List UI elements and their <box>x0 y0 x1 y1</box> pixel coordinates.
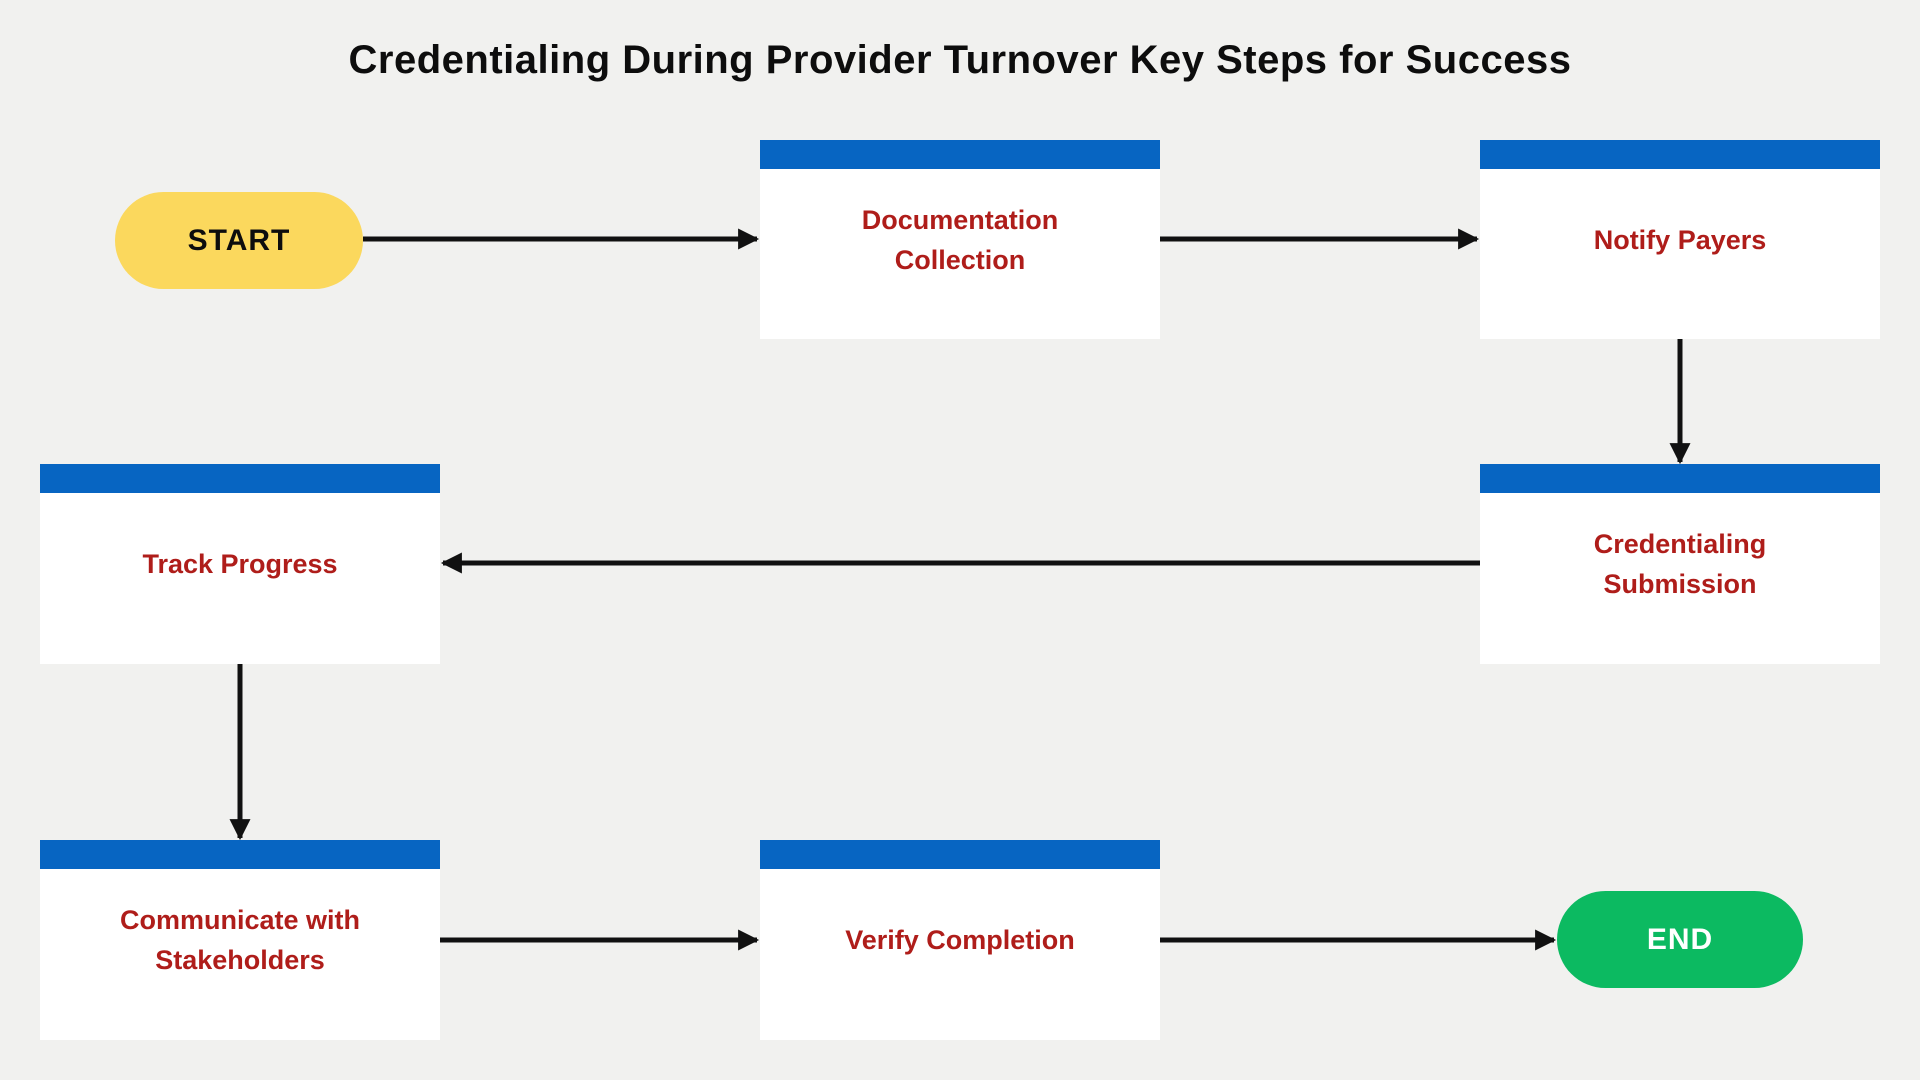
node-label-line: START <box>187 223 291 257</box>
node-label-line: Verify Completion <box>845 925 1075 955</box>
flow-node-notify-payers: Notify Payers <box>1480 140 1880 339</box>
node-label: Notify Payers <box>1480 140 1880 339</box>
node-header-bar <box>40 464 440 493</box>
node-header-bar <box>1480 464 1880 493</box>
diagram-title: Credentialing During Provider Turnover K… <box>348 38 1572 82</box>
node-label-line: Track Progress <box>142 549 338 579</box>
node-label-line: Collection <box>894 244 1026 275</box>
node-label-line: Documentation <box>861 204 1059 235</box>
node-label: START <box>115 192 363 289</box>
flow-node-track-progress: Track Progress <box>40 464 440 664</box>
node-label-line: END <box>1646 922 1714 956</box>
node-label-line: Notify Payers <box>1593 224 1767 255</box>
flow-node-verify-completion: Verify Completion <box>760 840 1160 1040</box>
node-label-line: Communicate with <box>119 905 361 935</box>
node-header-bar <box>760 140 1160 169</box>
node-header-bar <box>1480 140 1880 169</box>
node-label-line: Submission <box>1603 569 1757 599</box>
node-label: Verify Completion <box>760 840 1160 1040</box>
flow-node-end: END <box>1557 891 1803 988</box>
node-label-line: Credentialing <box>1593 529 1767 559</box>
flow-node-start: START <box>115 192 363 289</box>
node-label: Track Progress <box>40 464 440 664</box>
node-label-line: Stakeholders <box>155 945 325 975</box>
node-label: END <box>1557 891 1803 988</box>
node-header-bar <box>760 840 1160 869</box>
node-header-bar <box>40 840 440 869</box>
